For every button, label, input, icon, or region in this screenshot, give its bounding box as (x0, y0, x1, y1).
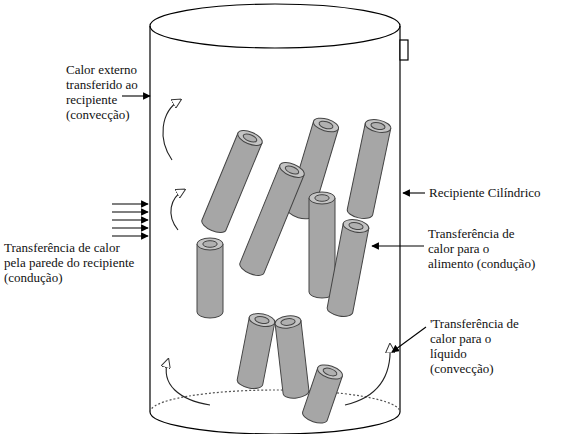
food-piece (274, 315, 309, 400)
food-piece (238, 160, 307, 279)
annotation-label: Calor externo transferido ao recipiente … (66, 62, 152, 122)
leader-arrows (112, 96, 426, 352)
annotation-label: Transferência de calor pela parede do re… (4, 240, 144, 285)
food-piece (301, 362, 344, 426)
food-piece (309, 192, 335, 298)
food-piece (197, 238, 223, 318)
convection-arrows (163, 100, 390, 405)
food-piece (200, 127, 265, 235)
food-piece (346, 117, 392, 220)
annotation-label: Recipiente Cilíndrico (429, 185, 569, 200)
food-pieces (197, 116, 392, 426)
annotation-label: 'Transferência de calor para o líquido (… (430, 316, 520, 376)
food-piece (326, 218, 370, 319)
cylindrical-container (150, 4, 408, 434)
food-piece (236, 312, 276, 391)
annotation-label: Transferência de calor para o alimento (… (428, 226, 538, 271)
